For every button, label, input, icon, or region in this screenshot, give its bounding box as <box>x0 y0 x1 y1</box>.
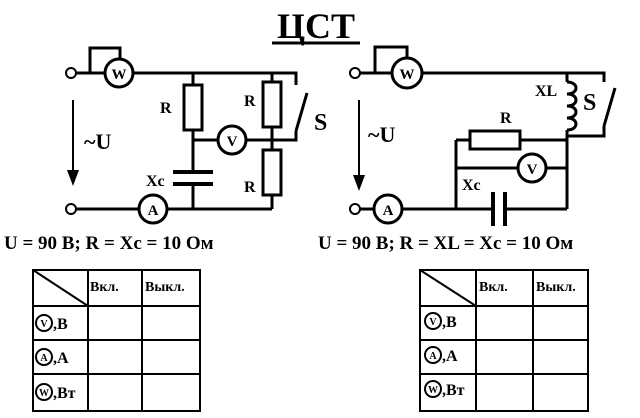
row-meter-symbol: V <box>429 317 437 328</box>
right-wattmeter <box>390 56 424 90</box>
voltmeter-icon <box>424 312 442 330</box>
right-table-col-on: Вкл. <box>479 280 508 295</box>
right-switch-blade <box>602 87 617 127</box>
right-terminal-top <box>349 67 361 79</box>
right-circuit: ~U W A Xc XL S R V <box>349 45 617 226</box>
right-voltmeter <box>516 152 548 184</box>
left-table-col-off: Выкл. <box>145 280 185 295</box>
row-unit: ,А <box>53 350 69 367</box>
left-table-diagonal <box>32 269 89 307</box>
left-voltmeter-label: V <box>227 134 238 150</box>
right-table-row-wattmeter: W ,Вт <box>424 380 465 399</box>
left-voltage-arrow <box>67 170 79 186</box>
left-switch-label: S <box>314 110 327 136</box>
left-resistor-1 <box>182 83 204 132</box>
left-circuit: ~U W A R Xc V R R S <box>65 46 327 225</box>
right-inductor <box>566 80 578 132</box>
left-table-row-ammeter: A ,А <box>35 348 69 367</box>
left-resistor-3 <box>261 148 283 197</box>
wattmeter-icon <box>35 383 53 401</box>
left-wattmeter <box>103 57 135 89</box>
left-table-row-wattmeter: W ,Вт <box>35 383 76 402</box>
left-table-col-on: Вкл. <box>90 280 119 295</box>
row-meter-symbol: A <box>40 353 48 364</box>
right-terminal-bottom <box>349 203 361 215</box>
row-meter-symbol: A <box>429 351 437 362</box>
left-params: U = 90 В; R = Xc = 10 Ом <box>4 233 214 254</box>
right-capacitor-label: Xc <box>462 177 481 194</box>
row-unit: ,В <box>442 314 457 331</box>
right-inductor-label: XL <box>535 83 557 100</box>
row-unit: ,Вт <box>53 385 76 402</box>
left-terminal-bottom <box>65 203 77 215</box>
ammeter-icon <box>35 348 53 366</box>
right-table-diagonal <box>419 269 477 307</box>
row-unit: ,В <box>53 316 68 333</box>
right-switch-label: S <box>583 90 596 116</box>
right-voltage-arrow <box>353 175 365 191</box>
right-voltmeter-label: V <box>527 162 538 178</box>
left-resistor-2-label: R <box>244 93 256 110</box>
left-ammeter <box>137 193 169 225</box>
right-table-row-voltmeter: V ,В <box>424 312 457 331</box>
page-title: ЦСТ <box>277 6 355 46</box>
ammeter-icon <box>424 346 442 364</box>
right-voltage-label: ~U <box>368 122 395 147</box>
right-wattmeter-label: W <box>400 67 415 83</box>
right-resistor-label: R <box>500 110 512 127</box>
right-table-row-ammeter: A ,А <box>424 346 458 365</box>
left-table-row-voltmeter: V ,В <box>35 314 68 333</box>
left-switch-blade <box>294 92 309 132</box>
right-ammeter <box>372 193 404 225</box>
row-unit: ,А <box>442 348 458 365</box>
row-unit: ,Вт <box>442 382 465 399</box>
left-resistor-3-label: R <box>244 179 256 196</box>
wattmeter-icon <box>424 380 442 398</box>
left-voltage-label: ~U <box>84 129 111 154</box>
left-ammeter-label: A <box>148 203 159 219</box>
row-meter-symbol: V <box>40 319 48 330</box>
left-table: Вкл. Выкл. V ,В A ,А W ,Вт <box>32 269 201 412</box>
right-table: Вкл. Выкл. V ,В A ,А W ,Вт <box>419 269 589 412</box>
right-params: U = 90 В; R = XL = Xc = 10 Ом <box>318 233 573 254</box>
row-meter-symbol: W <box>39 388 49 399</box>
row-meter-symbol: W <box>428 385 438 396</box>
voltmeter-icon <box>35 314 53 332</box>
left-capacitor-label: Xc <box>146 173 165 190</box>
left-voltmeter <box>216 124 248 156</box>
right-ammeter-label: A <box>383 203 394 219</box>
left-terminal-top <box>65 67 77 79</box>
right-table-col-off: Выкл. <box>536 280 576 295</box>
right-resistor <box>468 129 522 151</box>
left-resistor-1-label: R <box>160 100 172 117</box>
left-resistor-2 <box>261 80 283 129</box>
left-wattmeter-label: W <box>112 67 127 83</box>
